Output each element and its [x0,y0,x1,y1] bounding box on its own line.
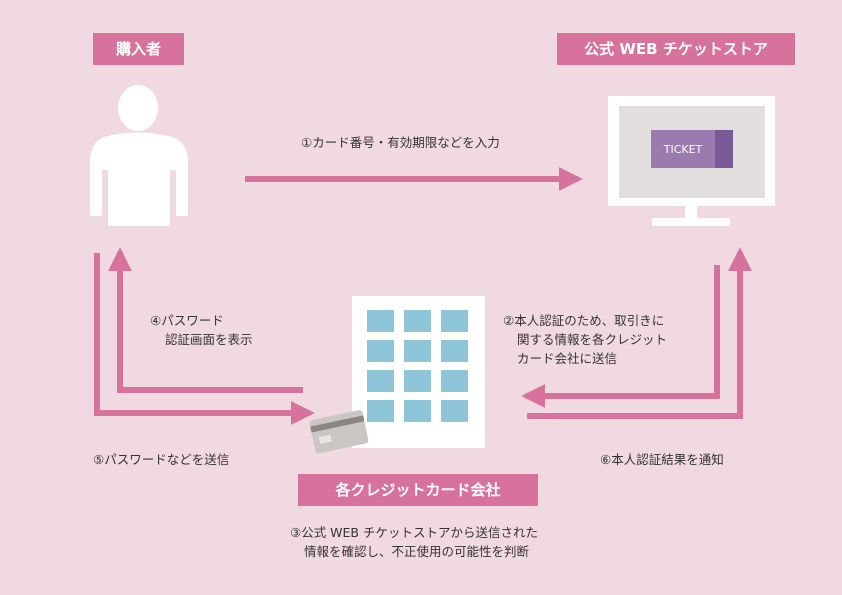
credit-card-icon [309,410,369,454]
step2-line2: 関する情報を各クレジット [517,332,668,347]
person-icon [90,85,188,226]
step2-line1: ②本人認証のため、取引きに [503,313,665,328]
step1-text: ①カード番号・有効期限などを入力 [301,135,500,150]
buyer-label: 購入者 [93,33,184,65]
arrow-step6 [527,247,752,419]
step3-line1: ③公式 WEB チケットストアから送信された [290,525,538,540]
step5-text: ⑤パスワードなどを送信 [93,452,230,467]
monitor-icon [608,96,775,226]
building-icon [352,296,485,448]
step4-line1: ④パスワード [150,313,224,328]
step4-line2: 認証画面を表示 [165,332,253,347]
step6-text: ⑥本人認証結果を通知 [600,452,724,467]
ticket-icon [651,130,733,168]
step3-text: ③公式 WEB チケットストアから送信された 情報を確認し、不正使用の可能性を判… [290,523,538,561]
arrow-step2 [521,265,720,408]
step2-text: ②本人認証のため、取引きに 関する情報を各クレジット カード会社に送信 [503,311,667,368]
card-company-label: 各クレジットカード会社 [298,474,538,506]
store-label: 公式 WEB チケットストア [557,33,795,65]
arrow-step5 [94,253,315,425]
step2-line3: カード会社に送信 [517,351,618,366]
step3-line2: 情報を確認し、不正使用の可能性を判断 [304,544,530,559]
step4-text: ④パスワード 認証画面を表示 [150,311,253,349]
arrow-step4 [108,247,303,393]
ticket-text: TICKET [663,143,703,156]
building-windows [367,310,468,422]
